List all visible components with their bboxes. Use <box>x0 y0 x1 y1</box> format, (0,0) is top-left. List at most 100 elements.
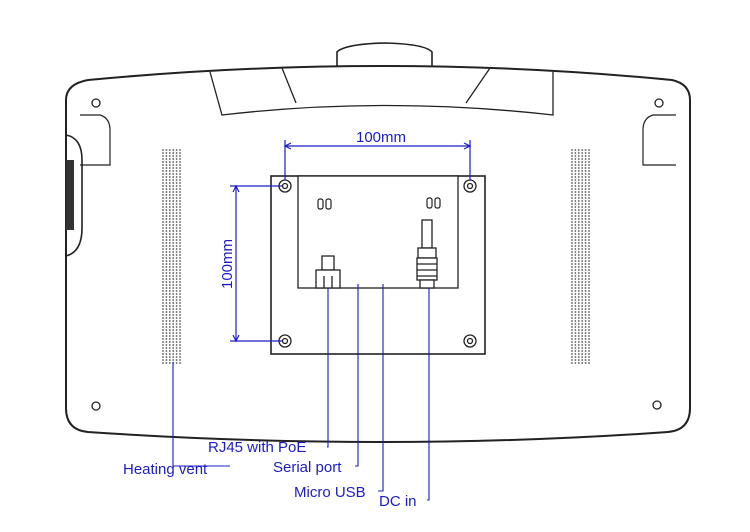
vent-hole <box>588 236 590 238</box>
vent-hole <box>581 209 584 211</box>
vent-hole <box>179 242 181 244</box>
vent-hole <box>175 272 178 274</box>
vent-hole <box>588 326 590 328</box>
vent-hole <box>577 149 580 151</box>
vent-hole <box>588 167 590 169</box>
vent-hole <box>581 188 584 190</box>
vent-hole <box>165 356 168 358</box>
vent-hole <box>179 341 181 343</box>
vent-hole <box>571 308 573 310</box>
vent-hole <box>162 239 164 241</box>
vent-hole <box>168 347 171 349</box>
vent-hole <box>175 233 178 235</box>
vent-hole <box>162 332 164 334</box>
vent-hole <box>584 167 587 169</box>
vent-hole <box>581 272 584 274</box>
vent-hole <box>581 206 584 208</box>
vent-hole <box>574 173 577 175</box>
side-button[interactable] <box>66 160 74 230</box>
vent-hole <box>584 179 587 181</box>
vent-hole <box>577 188 580 190</box>
vent-hole <box>172 317 175 319</box>
vent-hole <box>577 197 580 199</box>
vent-hole <box>571 293 573 295</box>
vent-hole <box>571 290 573 292</box>
vent-hole <box>577 224 580 226</box>
vent-hole <box>168 248 171 250</box>
vent-hole <box>172 287 175 289</box>
vent-hole <box>168 209 171 211</box>
vent-hole <box>581 254 584 256</box>
vent-hole <box>584 173 587 175</box>
vent-hole <box>165 260 168 262</box>
vent-hole <box>172 230 175 232</box>
vent-hole <box>179 221 181 223</box>
vent-hole <box>175 281 178 283</box>
vent-hole <box>581 287 584 289</box>
vent-hole <box>165 335 168 337</box>
vent-hole <box>162 155 164 157</box>
vent-hole <box>172 167 175 169</box>
vent-hole <box>165 344 168 346</box>
vent-hole <box>179 167 181 169</box>
vent-hole <box>179 233 181 235</box>
vent-hole <box>179 173 181 175</box>
vent-hole <box>165 311 168 313</box>
vent-hole <box>581 149 584 151</box>
vent-hole <box>577 308 580 310</box>
vent-hole <box>172 296 175 298</box>
vent-hole <box>577 302 580 304</box>
vent-hole <box>175 305 178 307</box>
vent-hole <box>581 284 584 286</box>
vent-hole <box>588 284 590 286</box>
vent-hole <box>172 173 175 175</box>
vent-hole <box>574 290 577 292</box>
vent-hole <box>574 329 577 331</box>
vent-hole <box>179 314 181 316</box>
vent-hole <box>571 257 573 259</box>
vent-hole <box>162 260 164 262</box>
vent-hole <box>162 221 164 223</box>
vent-hole <box>172 299 175 301</box>
vent-hole <box>162 182 164 184</box>
vent-hole <box>165 185 168 187</box>
vent-hole <box>584 188 587 190</box>
vent-hole <box>168 272 171 274</box>
vent-hole <box>588 281 590 283</box>
vent-hole <box>168 260 171 262</box>
vent-hole <box>175 245 178 247</box>
vent-hole <box>168 278 171 280</box>
vent-hole <box>574 284 577 286</box>
vent-hole <box>581 293 584 295</box>
vent-hole <box>588 194 590 196</box>
vent-hole <box>175 206 178 208</box>
vent-hole <box>162 281 164 283</box>
vent-hole <box>175 359 178 361</box>
vent-hole <box>588 290 590 292</box>
vent-hole <box>584 353 587 355</box>
vent-hole <box>172 191 175 193</box>
vent-hole <box>574 299 577 301</box>
vent-hole <box>574 347 577 349</box>
vent-hole <box>584 152 587 154</box>
vent-hole <box>584 185 587 187</box>
vent-hole <box>571 179 573 181</box>
vent-hole <box>168 239 171 241</box>
vent-hole <box>175 353 178 355</box>
vent-hole <box>175 290 178 292</box>
vent-hole <box>168 224 171 226</box>
vent-hole <box>162 338 164 340</box>
vent-hole <box>571 329 573 331</box>
vent-hole <box>571 212 573 214</box>
vent-hole <box>577 311 580 313</box>
vent-hole <box>588 176 590 178</box>
vent-hole <box>571 254 573 256</box>
vent-hole <box>588 203 590 205</box>
vent-hole <box>179 266 181 268</box>
vent-hole <box>179 254 181 256</box>
vent-hole <box>581 227 584 229</box>
heating-vent-left <box>162 149 181 364</box>
vent-hole <box>168 356 171 358</box>
vent-hole <box>588 362 590 364</box>
leader-lines <box>172 284 430 501</box>
